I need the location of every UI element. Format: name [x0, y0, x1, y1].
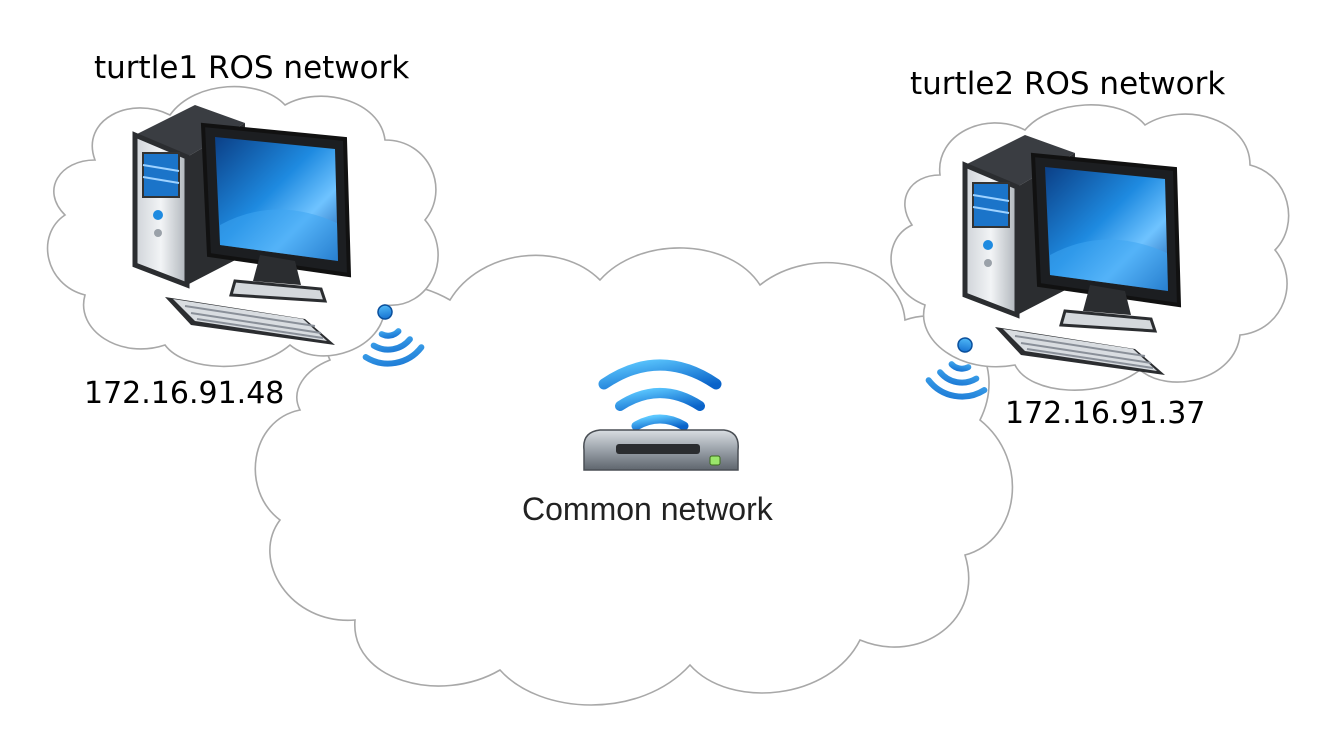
turtle1-network-title: turtle1 ROS network [94, 50, 410, 86]
common-network-label: Common network [522, 491, 773, 527]
common-network-cloud-icon [254, 247, 1014, 706]
turtle1-ip-address: 172.16.91.48 [84, 376, 285, 411]
wireless-router-icon [583, 359, 739, 471]
turtle2-network-title: turtle2 ROS network [910, 66, 1226, 102]
turtle2-ip-address: 172.16.91.37 [1005, 396, 1206, 431]
